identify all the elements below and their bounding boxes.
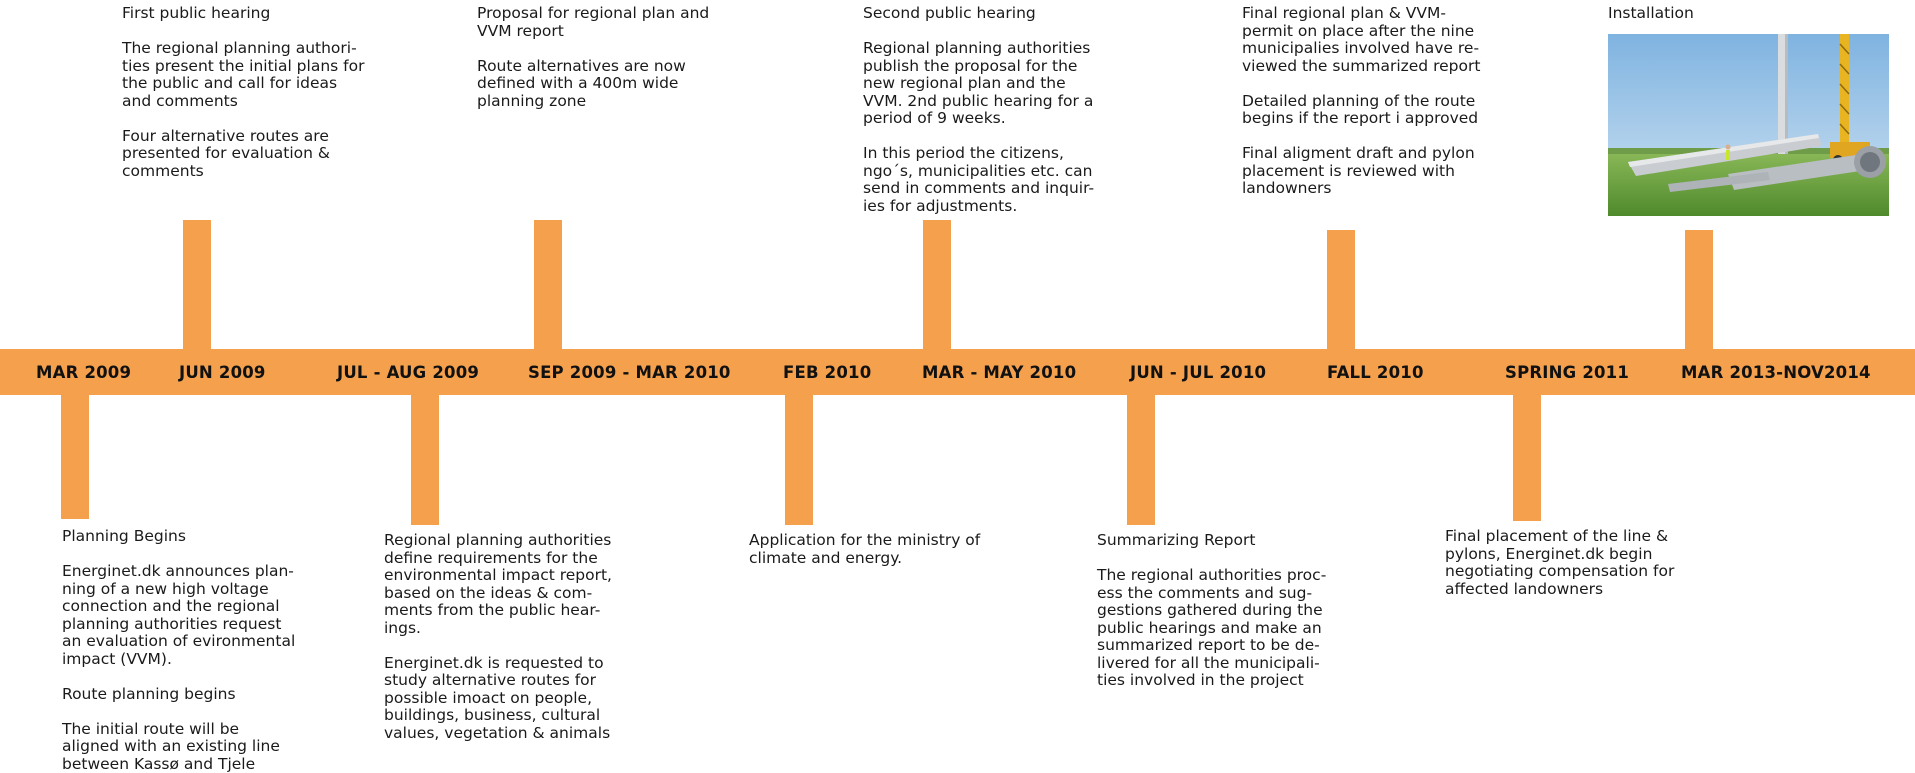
event-paragraph: The regional authorities proc- ess the c… <box>1097 566 1327 689</box>
event-title: Regional planning authorities define req… <box>384 531 612 637</box>
event-paragraph: Regional planning authorities publish th… <box>863 39 1094 127</box>
stem-mar-2009 <box>61 395 89 519</box>
event-paragraph: Energinet.dk is requested to study alter… <box>384 653 611 742</box>
date-label-mar-2013-nov2014: MAR 2013-NOV2014 <box>1681 363 1871 382</box>
date-label-jun-2009: JUN 2009 <box>179 363 266 382</box>
stem-jun-2009 <box>183 220 211 349</box>
event-note-regional-requirements: Regional planning authorities define req… <box>384 531 674 742</box>
date-label-feb-2010: FEB 2010 <box>783 363 872 382</box>
event-title: Second public hearing <box>863 4 1036 22</box>
date-label-jun-jul-2010: JUN - JUL 2010 <box>1130 363 1267 382</box>
event-note-final-regional-plan: Final regional plan & VVM- permit on pla… <box>1242 4 1532 198</box>
event-paragraph: The initial route will be aligned with a… <box>62 719 280 773</box>
event-title: Application for the ministry of climate … <box>749 531 981 567</box>
event-paragraph: Final aligment draft and pylon placement… <box>1242 144 1475 197</box>
date-label-mar-may-2010: MAR - MAY 2010 <box>922 363 1077 382</box>
stem-sep-2009 <box>534 220 562 349</box>
event-title: Proposal for regional plan and VVM repor… <box>477 4 710 40</box>
event-title: Final regional plan & VVM- permit on pla… <box>1242 4 1481 75</box>
stem-jul-aug-2009 <box>411 395 439 525</box>
stem-mar-may-2010 <box>923 220 951 349</box>
stem-jun-jul-2010 <box>1127 395 1155 525</box>
event-paragraph: Four alternative routes are presented fo… <box>122 126 331 180</box>
event-title: Final placement of the line & pylons, En… <box>1445 527 1675 598</box>
date-label-jul-aug-2009: JUL - AUG 2009 <box>337 363 480 382</box>
event-note-second-public-hearing: Second public hearing Regional planning … <box>863 4 1153 215</box>
timeline-band <box>0 349 1915 395</box>
event-paragraph: Route alternatives are now defined with … <box>477 56 686 110</box>
date-label-mar-2009: MAR 2009 <box>36 363 132 382</box>
date-label-fall-2010: FALL 2010 <box>1327 363 1424 382</box>
date-label-spring-2011: SPRING 2011 <box>1505 363 1630 382</box>
event-paragraph: In this period the citizens, ngo´s, muni… <box>863 144 1095 215</box>
event-paragraph: The regional planning authori- ties pres… <box>122 39 365 110</box>
stem-spring-2011 <box>1513 395 1541 521</box>
event-note-planning-begins: Planning Begins Energinet.dk announces p… <box>62 527 342 773</box>
stem-fall-2010 <box>1327 230 1355 349</box>
date-label-sep-2009-mar-2010: SEP 2009 - MAR 2010 <box>528 363 731 382</box>
event-title: Summarizing Report <box>1097 531 1256 549</box>
event-title: Installation <box>1608 4 1694 22</box>
event-note-installation: Installation <box>1608 4 1888 23</box>
installation-photo <box>1608 34 1889 216</box>
event-title: Planning Begins <box>62 527 186 545</box>
event-note-proposal-regional-plan: Proposal for regional plan and VVM repor… <box>477 4 767 110</box>
stem-mar-2013 <box>1685 230 1713 349</box>
event-note-summarizing-report: Summarizing Report The regional authorit… <box>1097 531 1387 690</box>
event-paragraph: Energinet.dk announces plan- ning of a n… <box>62 562 296 668</box>
event-paragraph: Detailed planning of the route begins if… <box>1242 91 1479 127</box>
event-note-application-ministry: Application for the ministry of climate … <box>749 531 1039 567</box>
stem-feb-2010 <box>785 395 813 525</box>
event-title: First public hearing <box>122 4 271 22</box>
event-note-first-public-hearing: First public hearing The regional planni… <box>122 4 412 180</box>
event-paragraph: Route planning begins <box>62 684 236 703</box>
event-note-final-placement: Final placement of the line & pylons, En… <box>1445 527 1735 598</box>
